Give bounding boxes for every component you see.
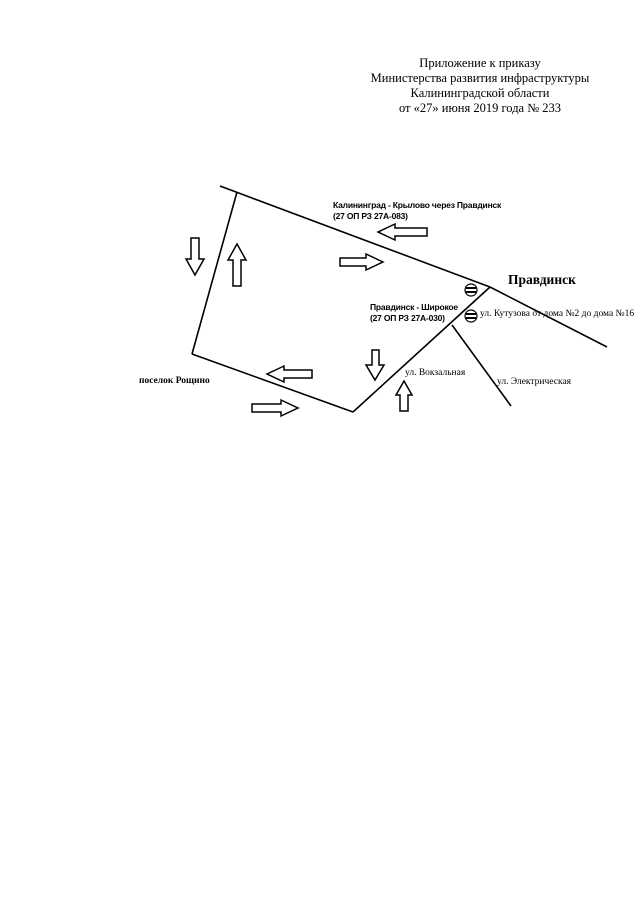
arrow-left-icon: [265, 364, 313, 384]
road-sign-1: [464, 283, 478, 297]
road-secondary-code: (27 ОП РЗ 27А-030): [370, 313, 445, 323]
road-sign-icon: [464, 283, 478, 297]
arrow-left-icon: [376, 222, 428, 242]
direction-arrows: [184, 222, 428, 418]
road-main-label: Калининград - Крылово через Правдинск (2…: [333, 200, 501, 222]
road-sign-icon: [464, 309, 478, 323]
arrow-right-icon: [251, 398, 300, 418]
town-label: Правдинск: [508, 272, 576, 287]
header-line-1: Приложение к приказу: [419, 56, 541, 70]
road-main-name: Калининград - Крылово через Правдинск: [333, 200, 502, 210]
village-label: поселок Рощино: [139, 376, 210, 386]
arrow-up-icon: [394, 379, 414, 412]
street-elektricheskaya-line: [451, 324, 512, 407]
road-secondary-label: Правдинск - Широкое (27 ОП РЗ 27А-030): [370, 302, 458, 324]
road-main-code: (27 ОП РЗ 27А-083): [333, 211, 408, 221]
road-main-continuation: [489, 286, 608, 348]
arrow-down-icon: [364, 349, 386, 382]
road-secondary-name: Правдинск - Широкое: [370, 302, 458, 312]
arrow-right-icon: [339, 252, 385, 272]
road-bottom-side: [191, 353, 354, 413]
header-line-4: от «27» июня 2019 года № 233: [398, 101, 562, 115]
road-left-side: [191, 191, 238, 355]
street-kutuzova-label: ул. Кутузова от дома №2 до дома №16: [480, 309, 635, 319]
header-line-2: Министерства развития инфраструктуры: [370, 71, 590, 85]
street-vokzalnaya-label: ул. Вокзальная: [405, 368, 466, 378]
arrow-up-icon: [226, 242, 248, 287]
arrow-down-icon: [184, 237, 206, 277]
document-header: Приложение к приказу Министерства развит…: [330, 56, 630, 116]
road-main-segment: [219, 185, 491, 288]
road-network: [191, 185, 608, 413]
road-sign-2: [464, 309, 478, 323]
street-vokzalnaya-line: [352, 286, 491, 413]
street-elektricheskaya-label: ул. Электрическая: [497, 377, 572, 387]
header-line-3: Калининградской области: [410, 86, 550, 100]
